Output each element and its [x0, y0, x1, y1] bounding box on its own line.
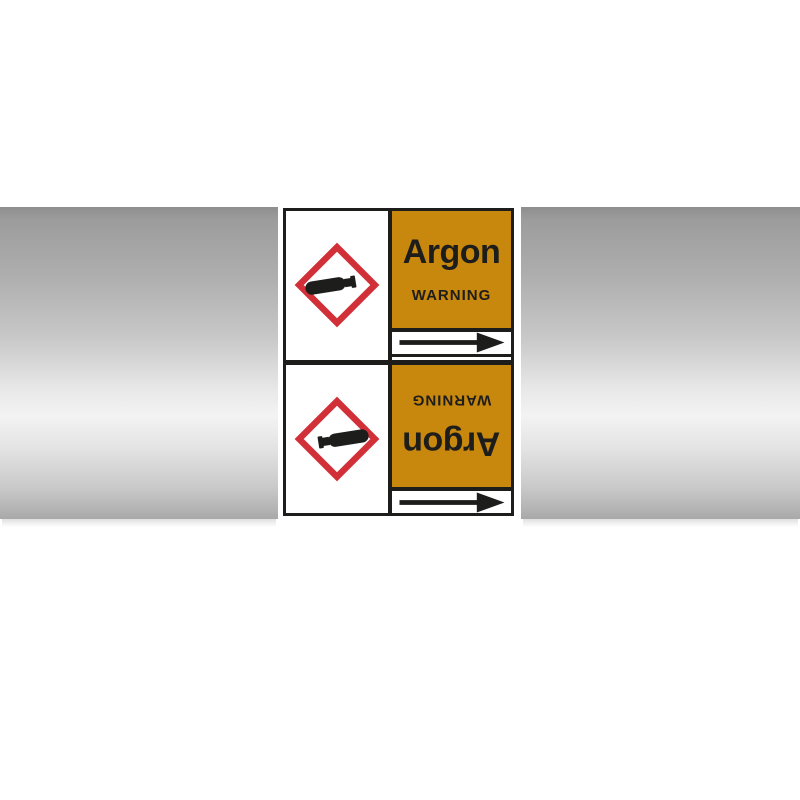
flow-arrow-cell-top: [392, 327, 511, 357]
substance-band-bottom: Argon WARNING: [392, 364, 511, 487]
marker-panel-top: Argon WARNING: [286, 211, 511, 365]
pipe-right-segment: [521, 207, 800, 527]
signal-word: WARNING: [411, 287, 492, 305]
ghs-pictogram-cell-top: [286, 211, 388, 360]
substance-name: Argon: [402, 423, 501, 462]
marker-text-column-bottom: Argon WARNING: [388, 364, 511, 513]
pipe-left-segment: [0, 207, 278, 527]
ghs04-gas-cylinder-icon: [294, 396, 380, 482]
substance-band-top: Argon WARNING: [392, 211, 511, 328]
flow-arrow-right-icon: [399, 491, 504, 513]
pipe-marker-label: Argon WARNING: [283, 208, 514, 516]
marker-text-column-top: Argon WARNING: [388, 211, 511, 360]
marker-panel-bottom: Argon WARNING: [286, 364, 511, 513]
ghs-pictogram-cell-bottom: [286, 364, 388, 513]
signal-word: WARNING: [411, 390, 492, 408]
flow-arrow-cell-bottom: [392, 487, 511, 513]
flow-arrow-right-icon: [399, 332, 504, 353]
substance-name: Argon: [402, 233, 501, 272]
ghs04-gas-cylinder-icon: [294, 242, 380, 328]
